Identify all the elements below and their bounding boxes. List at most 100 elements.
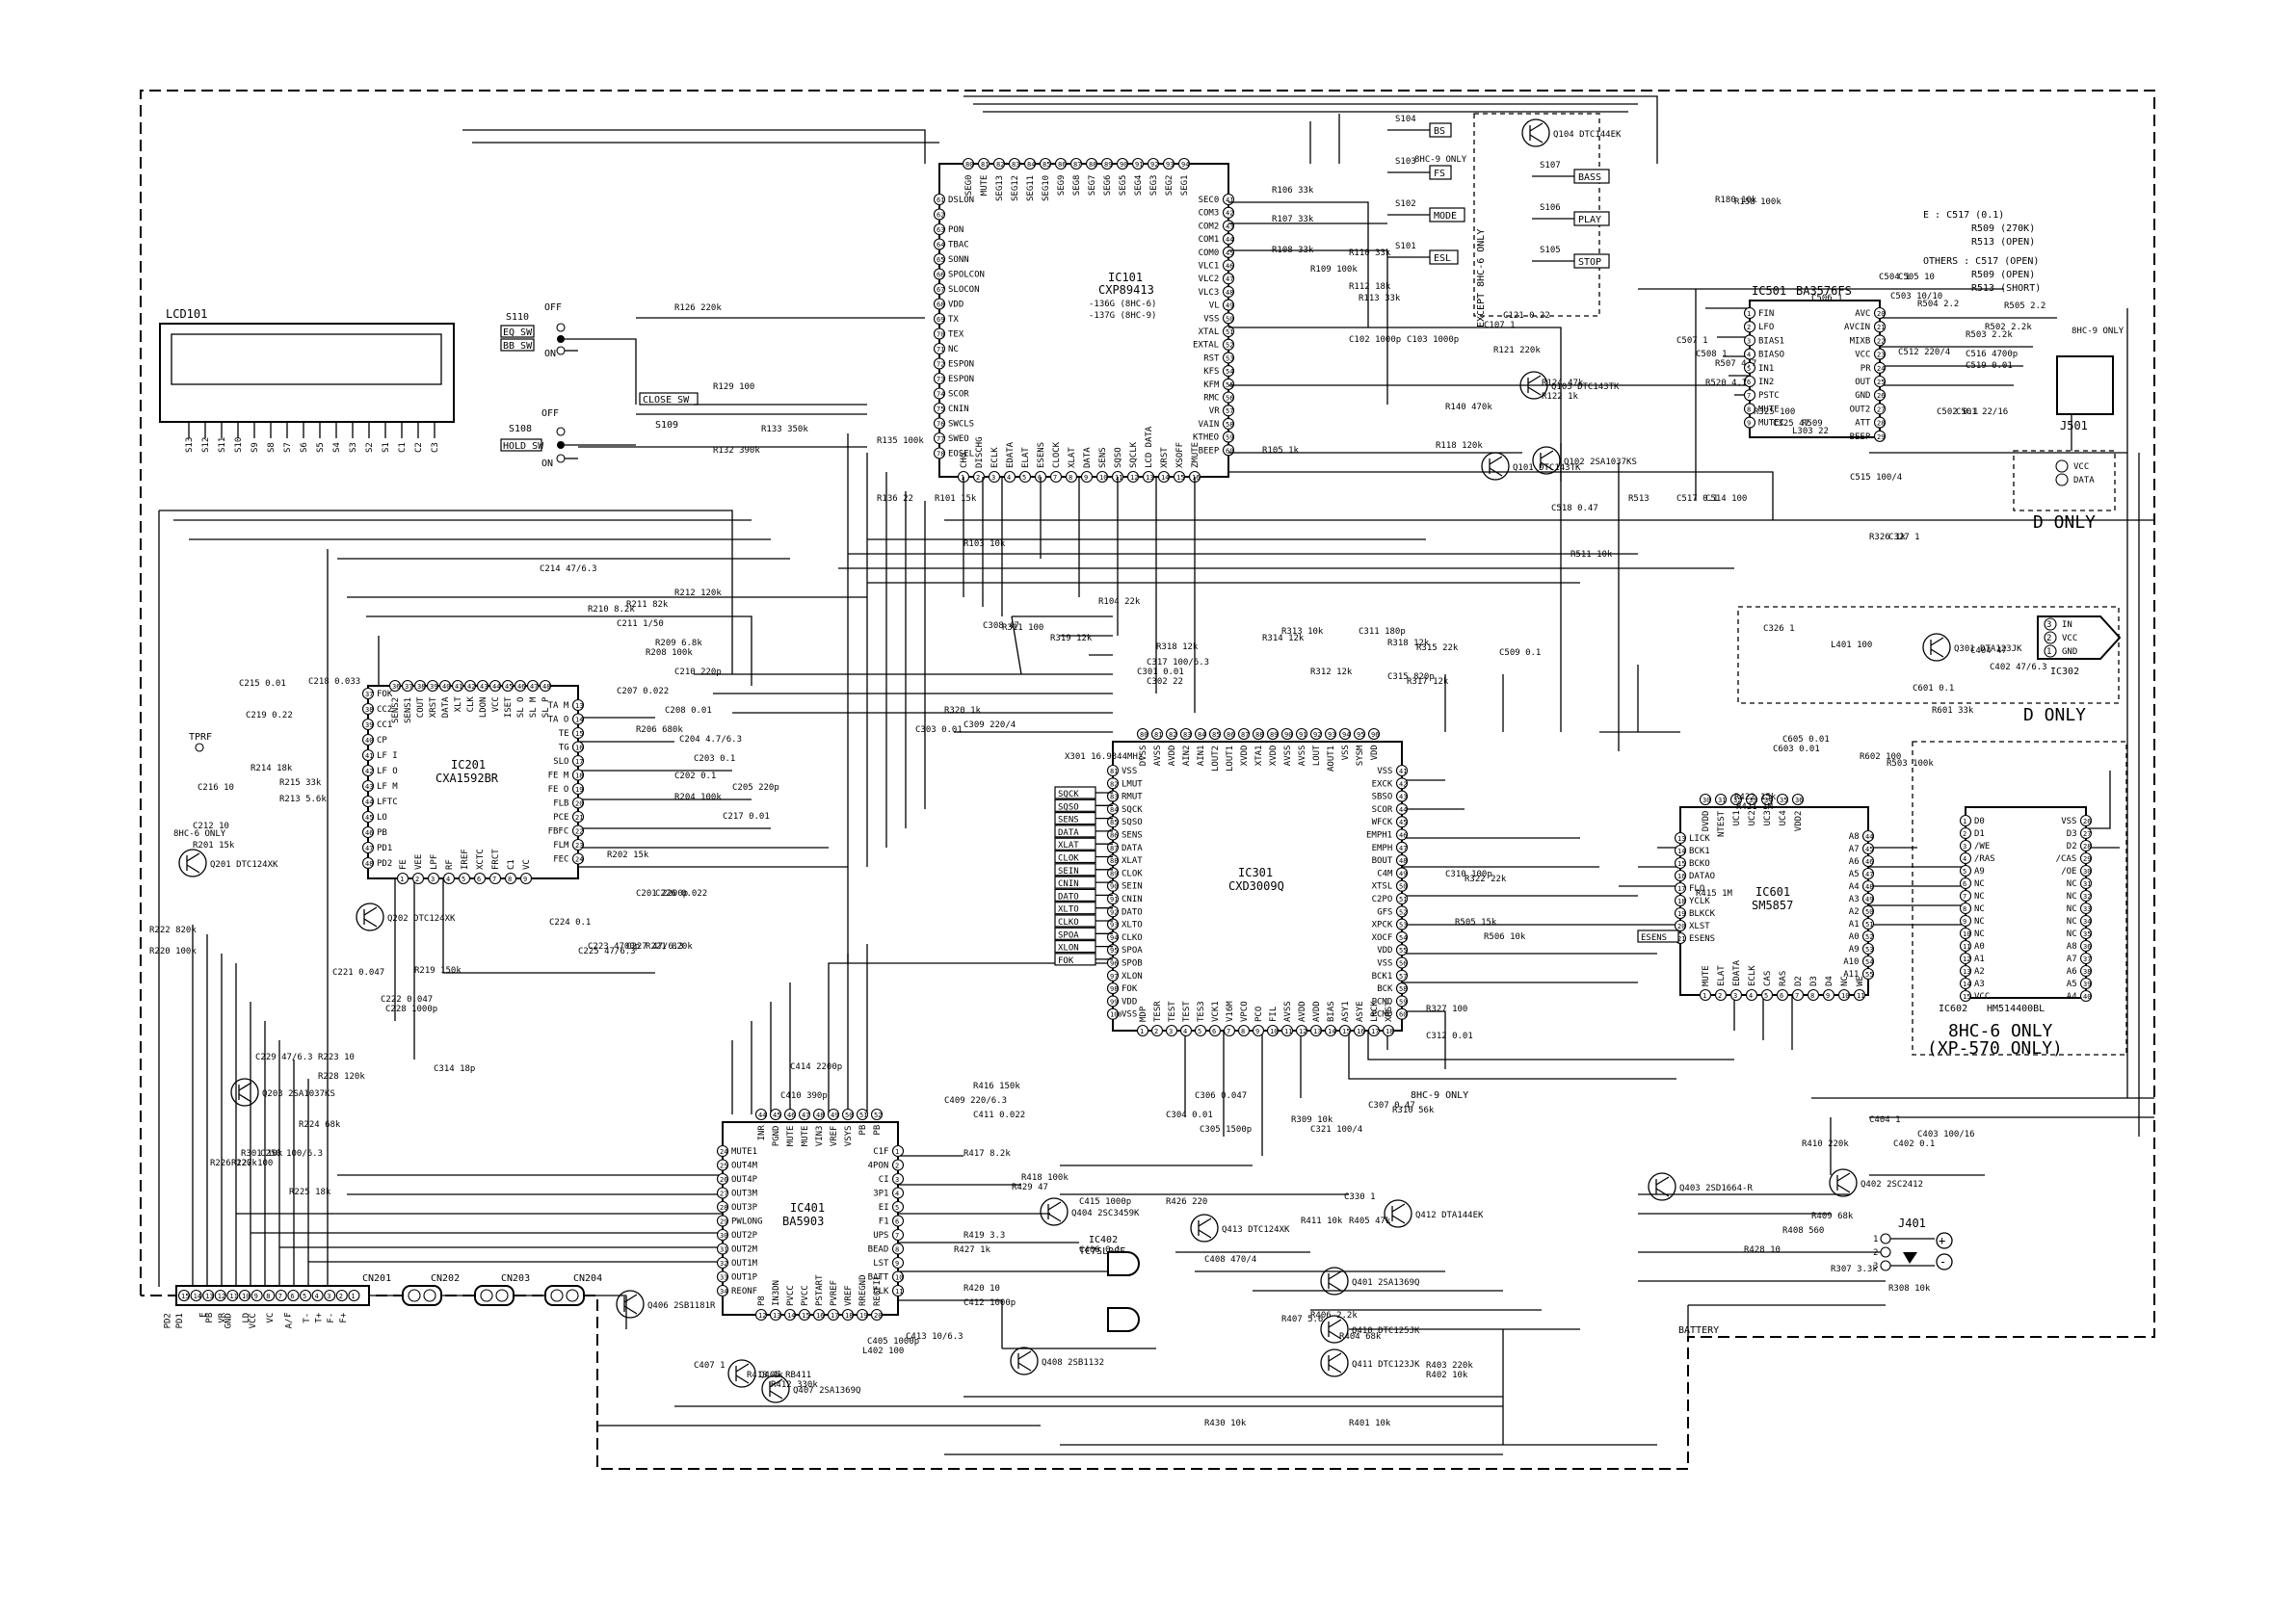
ic501-pin-number: 9 — [1747, 420, 1751, 428]
ic301-pin-label: AVSS — [1283, 1001, 1293, 1022]
ic301-pin-label: SENS — [1122, 831, 1143, 841]
component-label: C202 0.1 — [674, 772, 716, 781]
ic602-pin — [1959, 927, 1972, 940]
ic201-pin-label: LDON — [479, 697, 488, 719]
switch-s108[interactable]: S108 OFF HOLD SW ON — [500, 408, 566, 469]
ic201-pin — [427, 872, 440, 885]
ic201-pin — [476, 679, 489, 693]
ic602-pin — [1959, 989, 1972, 1003]
component-label: R104 22k — [1098, 597, 1141, 607]
ic301-pin — [1395, 879, 1409, 892]
ic602-pin-label: NC — [2067, 892, 2077, 902]
component-label: C302 22 — [1147, 677, 1183, 687]
component-label: C409 220/6.3 — [944, 1096, 1007, 1106]
component-label: R226 120k — [210, 1159, 257, 1168]
ic101-pin-number: 73 — [937, 376, 944, 383]
d-only-note-2: D ONLY — [2023, 705, 2086, 725]
ic101-pin-label: KFS — [1203, 367, 1219, 377]
ic301-pin-label: XVDD — [1240, 746, 1250, 767]
ic301-pin-number: 90 — [1110, 883, 1118, 891]
ic501-pin-label: LFO — [1758, 323, 1774, 332]
ic602-pin-number: 7 — [1963, 893, 1966, 901]
ic401-pin-number: 34 — [720, 1288, 727, 1296]
ic301-pin — [1395, 995, 1409, 1008]
component-label: C223 4700p — [588, 942, 640, 952]
ic301-pin — [1266, 727, 1280, 741]
ic601-pin — [1674, 831, 1687, 845]
ic101-pin-label: CHG — [960, 453, 969, 468]
ic301-pin — [1382, 1024, 1395, 1037]
component-label: C504 1 — [1879, 273, 1911, 282]
ic501-pin-label: MUTE — [1758, 405, 1780, 414]
ic501-pin-number: 23 — [1877, 352, 1885, 359]
ic601-pin — [1674, 894, 1687, 907]
ic101-pin — [1222, 391, 1235, 404]
ic601-pin-number: 45 — [1865, 846, 1873, 853]
ic301-pin — [1395, 930, 1409, 943]
ic501-pin-number: 1 — [1747, 310, 1751, 318]
component-label: C222 0.047 — [381, 995, 433, 1005]
component-label: R318 12k — [1387, 639, 1430, 648]
ic601-pin — [1807, 988, 1820, 1002]
component-label: R429 47 — [1012, 1183, 1048, 1192]
switch-s109[interactable]: CLOSE SW S109 — [639, 392, 699, 431]
s109-close-label: CLOSE SW — [643, 395, 690, 406]
component-label: R204 100k — [674, 793, 722, 802]
component-label: C503 10/10 — [1890, 292, 1942, 301]
ic601-pin-label: CAS — [1763, 971, 1773, 986]
component-label: C515 100/4 — [1850, 473, 1902, 483]
component-label: C325 47 — [1773, 419, 1809, 429]
ic601-pin — [1861, 967, 1875, 981]
variant-notes: E : C517 (0.1) R509 (270K) R513 (OPEN) O… — [1923, 210, 2124, 336]
ic401-pin — [716, 1256, 729, 1270]
ic602-pin — [1959, 952, 1972, 965]
ic602-pin-label: A4 — [2067, 992, 2077, 1002]
ic201-pin-label: FE O — [548, 785, 569, 795]
component-label: R118 120k — [1436, 441, 1483, 451]
ic301-pin-number: 83 — [1110, 794, 1118, 801]
ic101-pin — [1222, 259, 1235, 272]
ic401-pin-label: OUT1M — [731, 1259, 758, 1269]
ic101-pin — [933, 387, 946, 400]
ic602-pin — [2079, 914, 2093, 928]
net-label: SQCK — [1058, 790, 1079, 799]
ic201-pin-number: 41 — [455, 683, 462, 691]
ic101-pin-number: 14 — [1161, 474, 1169, 482]
ic201-pin-number: 17 — [575, 758, 583, 766]
component-label: C517 0.1 — [1676, 494, 1718, 504]
ic101-pin-label: SQSO — [1114, 447, 1123, 468]
ic602-pin — [2079, 964, 2093, 978]
ic301-pin-number: 46 — [1399, 832, 1407, 840]
ic101-pin — [1095, 470, 1109, 484]
ic401-pin-number: 32 — [720, 1260, 727, 1268]
ic101-pin-number: 71 — [937, 346, 944, 353]
ic101-pin-label: KTHEO — [1193, 433, 1219, 443]
ic401-pin-number: 15 — [802, 1312, 809, 1320]
ic401-pin-label: INR — [757, 1125, 767, 1141]
ic301-pin-label: XVDD — [1269, 746, 1279, 767]
ic101-pin-number: 86 — [1058, 161, 1066, 169]
switch-s110[interactable]: S110 OFF EQ SW BB SW ON — [500, 302, 566, 359]
component-label: R507 4.7 — [1715, 359, 1756, 369]
ic601-pin — [1861, 892, 1875, 905]
ic301-pin — [1395, 854, 1409, 867]
transistor-symbol — [616, 1290, 645, 1319]
ic201-pin-label: FE — [399, 859, 409, 870]
ic301-pin-number: 1 — [1140, 1028, 1144, 1035]
ic401-pin-label: VREF — [844, 1285, 854, 1306]
ic201-pin-number: 46 — [365, 829, 373, 837]
transistor-symbol — [727, 1359, 756, 1388]
ic601-pin-number: 9 — [1826, 992, 1830, 1000]
ic401-pin-number: 11 — [895, 1288, 903, 1296]
cn201-pin — [311, 1289, 324, 1302]
transistor-label: Q104 DTC144EK — [1553, 130, 1622, 140]
ic601-pin-label: A7 — [1849, 845, 1860, 854]
ic401-pin-label: EI — [879, 1203, 889, 1213]
component-label: L401 100 — [1831, 641, 1872, 650]
ic601-pin-label: UC2 — [1748, 810, 1757, 825]
ic401-pin — [870, 1108, 884, 1121]
ic301-pin-number: 10 — [1270, 1028, 1278, 1035]
svg-text:2: 2 — [2046, 634, 2051, 643]
